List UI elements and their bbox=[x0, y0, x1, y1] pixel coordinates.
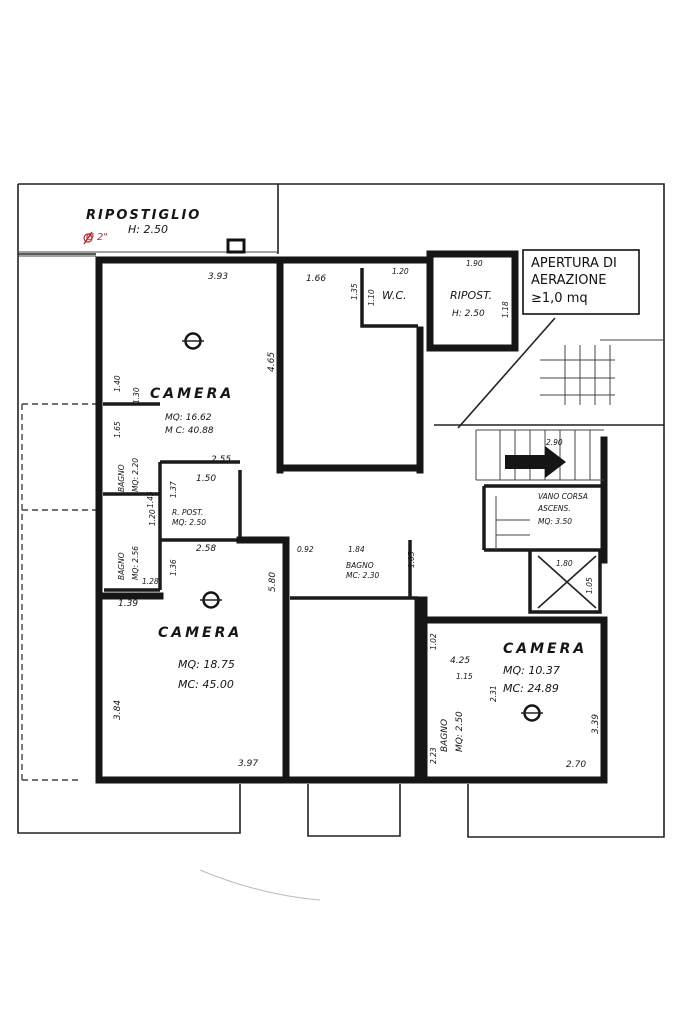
lift-shaft-label-2: ASCENS. bbox=[537, 504, 571, 513]
dim-label: 1.84 bbox=[348, 545, 365, 554]
camera-1-label: CAMERA bbox=[150, 386, 234, 402]
bagno-2-label: BAGNO bbox=[117, 552, 126, 580]
dim-label: 2.90 bbox=[546, 438, 563, 447]
diameter-circle-icon bbox=[83, 233, 93, 243]
dim-label: 3.97 bbox=[238, 759, 258, 769]
dim-label: 3.39 bbox=[591, 714, 601, 734]
bagno-3-area: MC: 2.30 bbox=[346, 571, 380, 580]
camera-3-label: CAMERA bbox=[503, 641, 587, 657]
wc-label: W.C. bbox=[382, 289, 407, 302]
dim-label: 5.80 bbox=[268, 572, 278, 592]
dim-label: 3.93 bbox=[208, 272, 228, 282]
ripostiglio-label: RIPOSTIGLIO bbox=[86, 208, 201, 223]
dim-label: 1.40 bbox=[113, 375, 122, 392]
dimensions: 3.93 1.66 1.20 1.35 1.10 1.90 1.18 4.65 … bbox=[113, 259, 601, 770]
dim-label: 1.02 bbox=[429, 633, 438, 650]
dim-label: 1.37 bbox=[169, 481, 178, 498]
ripost-height: H: 2.50 bbox=[452, 309, 485, 319]
dim-label: 1.10 bbox=[367, 289, 376, 306]
camera-3-area: MQ: 10.37 bbox=[503, 664, 560, 677]
dim-label: 1.66 bbox=[306, 274, 326, 284]
dashed-outline bbox=[21, 403, 96, 781]
lift-shaft-label: VANO CORSA bbox=[538, 492, 588, 501]
dim-label: 1.80 bbox=[556, 559, 573, 568]
dim-label: 3.84 bbox=[113, 700, 123, 720]
camera-2-label: CAMERA bbox=[158, 625, 242, 641]
light-symbol-icon bbox=[521, 704, 543, 722]
dim-label: 2.55 bbox=[211, 455, 231, 465]
ventilation-note-line-3: ≥1,0 mq bbox=[531, 291, 588, 306]
dim-label: 1.36 bbox=[169, 559, 178, 576]
dim-label: 2.70 bbox=[566, 760, 586, 770]
bagno-1-label: BAGNO bbox=[117, 464, 126, 492]
dim-label: 1.05 bbox=[585, 577, 594, 594]
dim-label: 4.65 bbox=[267, 352, 277, 372]
ventilation-leader bbox=[457, 317, 556, 429]
camera-3-volume: MC: 24.89 bbox=[503, 682, 559, 695]
lift-shaft bbox=[537, 555, 597, 609]
ripost-2-label: R. POST. bbox=[172, 508, 203, 517]
dim-label: 2.31 bbox=[489, 685, 498, 702]
camera-2-volume: MC: 45.00 bbox=[178, 678, 234, 691]
dim-label: 1.18 bbox=[501, 301, 510, 318]
diameter-mark-icon bbox=[83, 231, 93, 245]
dim-label: 4.25 bbox=[450, 656, 470, 666]
dim-label: 1.45 bbox=[146, 491, 155, 508]
chimney-icon bbox=[226, 238, 246, 254]
dim-label: 2.58 bbox=[196, 544, 216, 554]
light-symbol-icon bbox=[182, 332, 204, 350]
dim-label: 2.23 bbox=[429, 747, 438, 764]
ripost-label: RIPOST. bbox=[450, 289, 492, 302]
stair-arrow-icon bbox=[505, 446, 566, 478]
ripost-2-area: MQ: 2.50 bbox=[172, 518, 206, 527]
light-symbol-icon bbox=[200, 591, 222, 609]
dim-label: 0.92 bbox=[297, 545, 314, 554]
bagno-1-area: MQ: 2.20 bbox=[131, 458, 140, 492]
dim-label: 1.15 bbox=[456, 672, 473, 681]
staircase bbox=[475, 345, 615, 550]
ripostiglio-height: H: 2.50 bbox=[128, 223, 168, 236]
dim-label: 1.90 bbox=[466, 259, 483, 268]
diameter-label: Ø 2" bbox=[85, 231, 108, 243]
bagno-3-label: BAGNO bbox=[346, 561, 374, 570]
dim-label: 1.30 bbox=[132, 387, 141, 404]
walls bbox=[95, 250, 608, 784]
dim-label: 1.05 bbox=[407, 551, 416, 568]
ventilation-note-line-2: AERAZIONE bbox=[531, 273, 606, 288]
camera-1-volume: M C: 40.88 bbox=[165, 426, 214, 436]
ventilation-note-box bbox=[522, 249, 640, 315]
camera-1-area: MQ: 16.62 bbox=[165, 413, 212, 423]
dim-label: 1.35 bbox=[350, 283, 359, 300]
dim-label: 1.65 bbox=[113, 421, 122, 438]
bagno-4-area: MQ: 2.50 bbox=[455, 711, 465, 752]
dim-label: 1.28 bbox=[142, 577, 159, 586]
bagno-4-label: BAGNO bbox=[440, 719, 450, 752]
bagno-2-area: MQ: 2.56 bbox=[131, 546, 140, 580]
dim-label: 1.50 bbox=[196, 474, 216, 484]
outer-boundary bbox=[17, 183, 665, 838]
lift-shaft-area: MQ: 3.50 bbox=[538, 517, 572, 526]
dim-label: 1.39 bbox=[118, 599, 138, 609]
dim-label: 1.20 bbox=[148, 509, 157, 526]
camera-2-area: MQ: 18.75 bbox=[178, 658, 235, 671]
ventilation-note-line-1: APERTURA DI bbox=[531, 256, 617, 271]
dim-label: 1.20 bbox=[392, 267, 409, 276]
stray-mark bbox=[199, 869, 321, 901]
